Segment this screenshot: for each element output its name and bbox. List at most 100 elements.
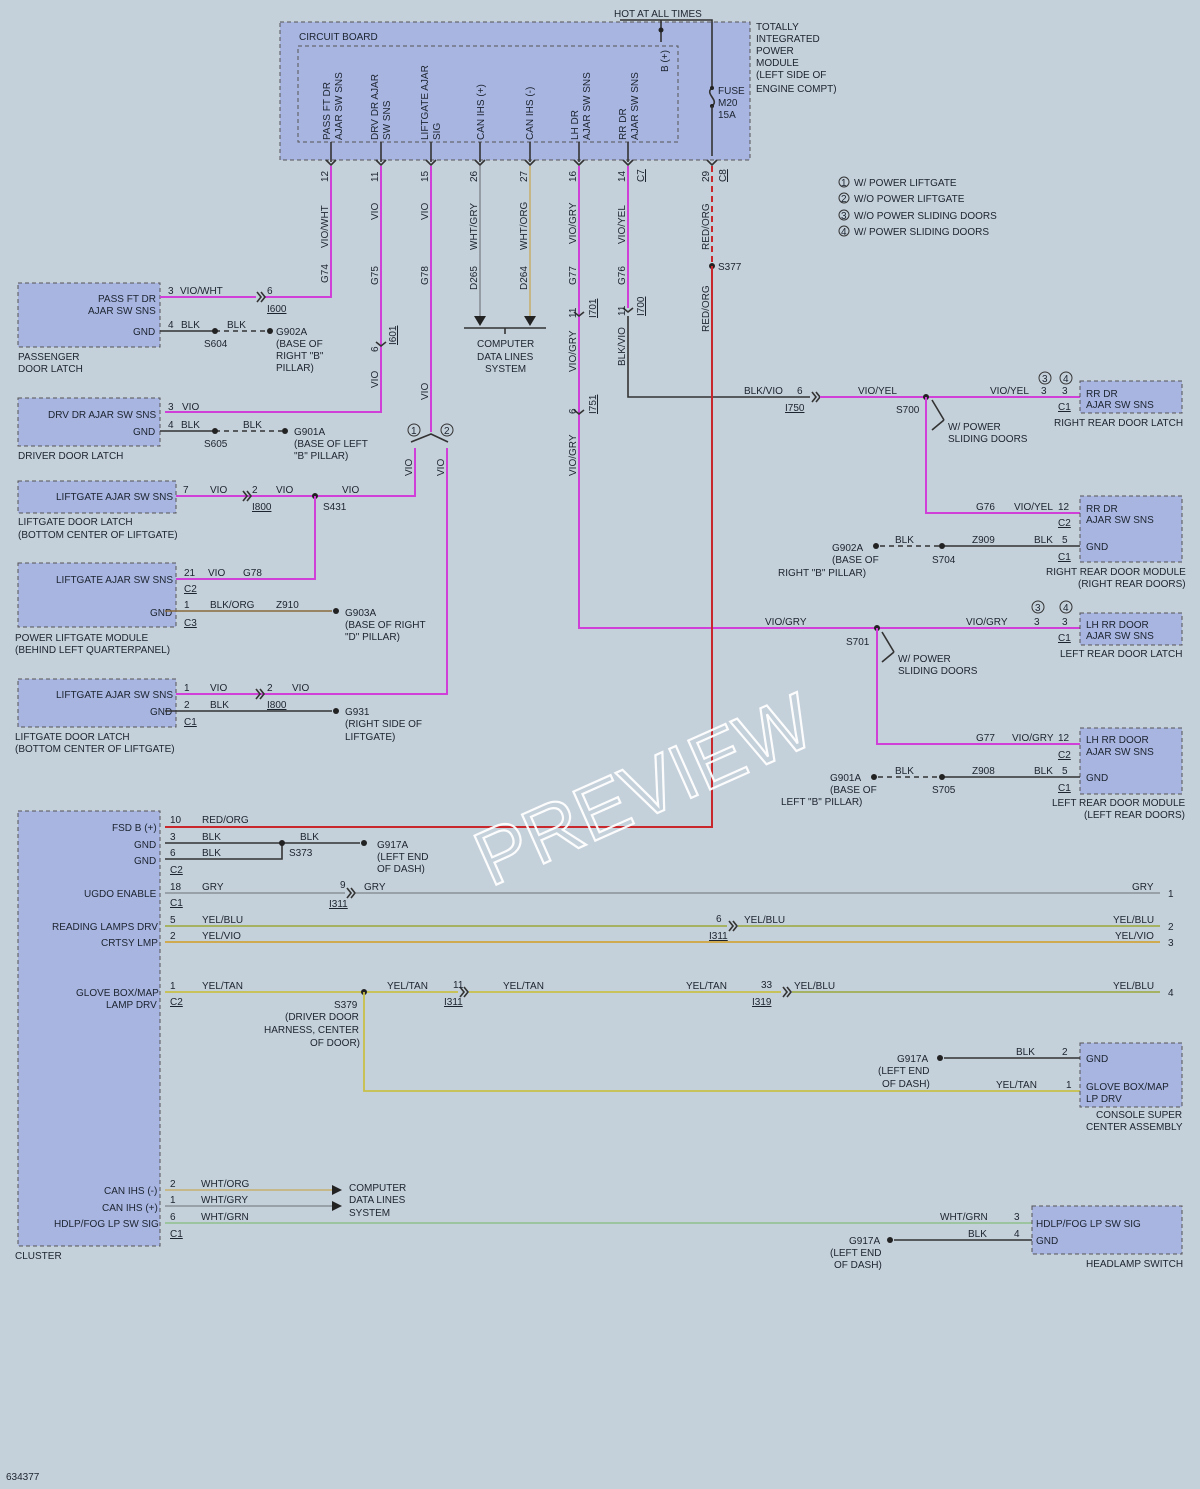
svg-text:READING LAMPS DRV: READING LAMPS DRV [52,922,158,933]
svg-text:MODULE: MODULE [756,58,799,69]
svg-text:VIO/GRY: VIO/GRY [568,434,579,476]
svg-text:(BASE OF RIGHT: (BASE OF RIGHT [345,620,426,631]
svg-text:G74: G74 [320,264,331,283]
svg-text:GRY: GRY [202,882,224,893]
svg-text:WHT/GRY: WHT/GRY [201,1195,248,1206]
svg-text:6: 6 [370,346,381,352]
svg-text:COMPUTER: COMPUTER [349,1183,406,1194]
svg-text:2: 2 [170,1179,176,1190]
driver-door-latch-box [17,397,161,447]
svg-text:4: 4 [1014,1229,1020,1240]
svg-text:BLK: BLK [895,766,914,777]
svg-text:VIO/GRY: VIO/GRY [568,330,579,372]
svg-text:BLK: BLK [181,420,200,431]
svg-text:OF DOOR): OF DOOR) [310,1038,360,1049]
svg-text:1: 1 [411,426,417,437]
svg-text:UGDO ENABLE: UGDO ENABLE [84,889,157,900]
svg-text:WHT/GRY: WHT/GRY [469,203,480,250]
circuit-board-box [297,45,679,143]
console-super-center-box [1079,1042,1183,1108]
legend: 1 W/ POWER LIFTGATE 2 W/O POWER LIFTGATE… [838,176,997,238]
svg-text:I311: I311 [444,997,463,1008]
circuit-board-label: CIRCUIT BOARD [299,32,378,43]
svg-text:11: 11 [617,305,628,316]
svg-text:WHT/GRN: WHT/GRN [201,1212,249,1223]
svg-text:I319: I319 [752,997,772,1008]
svg-text:2: 2 [252,485,258,496]
svg-text:GLOVE BOX/MAP: GLOVE BOX/MAP [1086,1082,1169,1093]
svg-text:CAN IHS (-): CAN IHS (-) [104,1186,157,1197]
svg-text:G76: G76 [617,266,628,285]
ground-icon [887,1237,893,1243]
svg-text:16: 16 [568,170,579,182]
svg-text:AJAR SW SNS: AJAR SW SNS [334,72,345,140]
svg-text:GND: GND [1036,1236,1058,1247]
svg-text:Z910: Z910 [276,600,299,611]
svg-text:BLK: BLK [1034,766,1053,777]
svg-text:6: 6 [170,848,176,859]
svg-text:VIO: VIO [210,485,227,496]
svg-text:GLOVE BOX/MAP: GLOVE BOX/MAP [76,988,159,999]
svg-text:4: 4 [1063,603,1069,614]
cluster-box [17,810,161,1247]
svg-text:(DRIVER DOOR: (DRIVER DOOR [285,1012,359,1023]
svg-text:21: 21 [184,568,196,579]
svg-text:C2: C2 [170,997,183,1008]
svg-text:29: 29 [701,170,712,182]
ground-icon [871,774,877,780]
svg-text:LIFTGATE AJAR SW SNS: LIFTGATE AJAR SW SNS [56,492,173,503]
svg-text:SW SNS: SW SNS [382,100,393,140]
svg-text:VIO: VIO [276,485,293,496]
svg-text:G78: G78 [243,568,262,579]
svg-text:HARNESS, CENTER: HARNESS, CENTER [264,1025,359,1036]
g901a-right-label: G901A (BASE OF LEFT "B" PILLAR) [781,773,877,808]
svg-text:3: 3 [1041,386,1047,397]
svg-text:VIO: VIO [182,402,199,413]
svg-text:LIFTGATE): LIFTGATE) [345,732,395,743]
svg-text:BLK: BLK [202,848,221,859]
svg-text:GND: GND [1086,542,1108,553]
svg-text:YEL/BLU: YEL/BLU [202,915,243,926]
svg-text:FSD B (+): FSD B (+) [112,823,157,834]
tipm-box [279,21,751,161]
ground-icon [282,428,288,434]
svg-text:12: 12 [1058,733,1070,744]
svg-text:AJAR SW SNS: AJAR SW SNS [1086,515,1154,526]
svg-text:C1: C1 [184,717,197,728]
svg-text:VIO: VIO [342,485,359,496]
g917a-console-label: G917A (LEFT END OF DASH) [878,1054,930,1090]
svg-text:15A: 15A [718,110,736,121]
svg-text:I311: I311 [329,899,348,910]
svg-text:YEL/TAN: YEL/TAN [503,981,544,992]
svg-text:3: 3 [841,211,847,222]
svg-text:7: 7 [183,485,189,496]
svg-text:VIO: VIO [436,459,447,476]
svg-text:RR DR: RR DR [618,108,629,140]
svg-text:YEL/VIO: YEL/VIO [1115,931,1154,942]
svg-text:D264: D264 [519,266,530,290]
svg-text:BLK: BLK [181,320,200,331]
svg-text:Z909: Z909 [972,535,995,546]
svg-text:LIFTGATE AJAR: LIFTGATE AJAR [420,65,431,140]
svg-text:GND: GND [134,856,156,867]
svg-text:W/ POWER: W/ POWER [948,422,1001,433]
svg-text:12: 12 [320,170,331,182]
svg-text:5: 5 [1062,535,1068,546]
wire-g77-module [876,628,1080,745]
svg-text:4: 4 [841,227,847,238]
svg-text:G931: G931 [345,707,370,718]
svg-text:G901A: G901A [830,773,861,784]
svg-text:BLK/VIO: BLK/VIO [744,386,783,397]
svg-text:VIO/GRY: VIO/GRY [1012,733,1054,744]
svg-text:RED/ORG: RED/ORG [202,815,249,826]
cluster-label: CLUSTER [15,1251,62,1262]
svg-text:AJAR SW SNS: AJAR SW SNS [1086,400,1154,411]
svg-text:M20: M20 [718,98,738,109]
svg-text:11: 11 [370,171,381,182]
wire-redorg [165,266,713,828]
svg-text:YEL/BLU: YEL/BLU [1113,981,1154,992]
svg-text:GRY: GRY [364,882,386,893]
svg-text:SLIDING DOORS: SLIDING DOORS [948,434,1028,445]
svg-text:(BOTTOM CENTER OF LIFTGATE): (BOTTOM CENTER OF LIFTGATE) [15,744,175,755]
